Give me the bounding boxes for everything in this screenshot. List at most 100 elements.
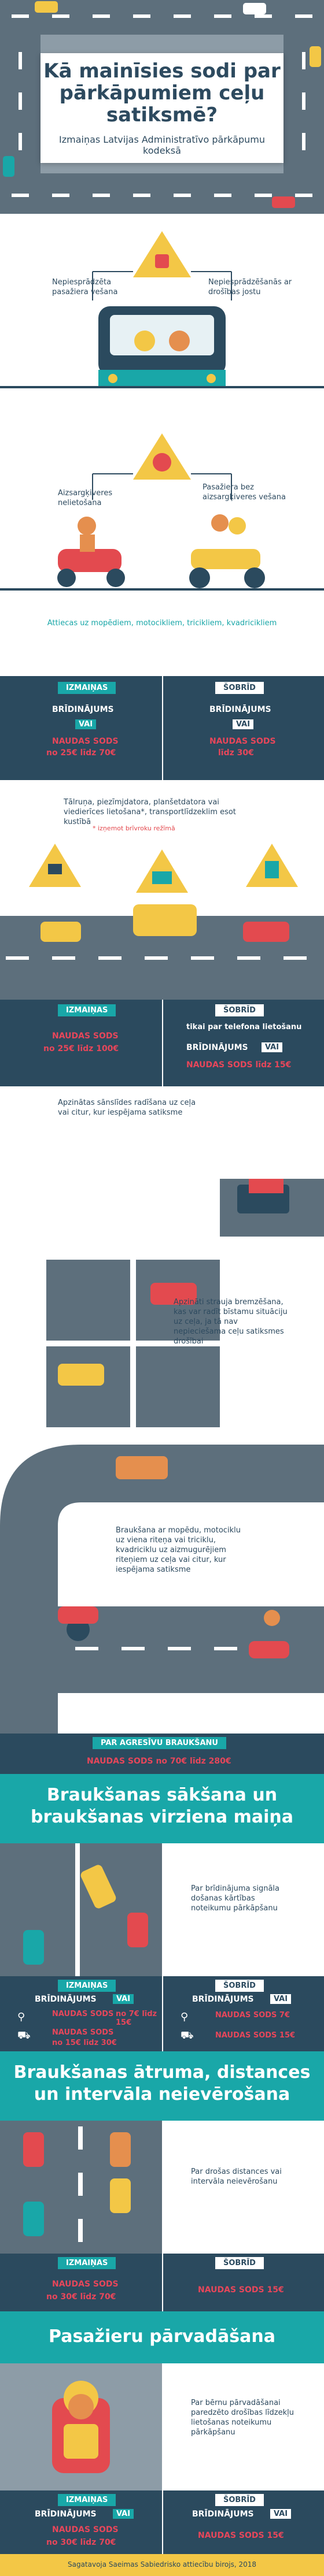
band4-right-car: NAUDAS SODS 15€ — [215, 2031, 296, 2040]
wheelie-text: Braukšana ar mopēdu, motociklu uz viena … — [116, 1526, 241, 1574]
band5-fines: IZMAIŅAS NAUDAS SODS no 30€ līdz 70€ ŠOB… — [0, 2254, 324, 2311]
laptop-warning-icon — [136, 849, 188, 893]
car-icon-right: ⛟ — [181, 2029, 194, 2042]
no-helmet-label: Aizsargķiveres nelietošana — [58, 489, 113, 507]
band4-left: IZMAIŅAS BRĪDINĀJUMS VAI ⚲ NAUDAS SODS n… — [0, 1976, 162, 2051]
band1-left: IZMAIŅAS BRĪDINĀJUMS VAI NAUDAS SODS no … — [0, 676, 162, 780]
band6-left-fine-b: no 30€ līdz 70€ — [46, 2538, 116, 2547]
band5-left-head: IZMAIŅAS — [58, 2257, 116, 2269]
section6-title: Pasažieru pārvadāšana — [49, 2326, 275, 2347]
band5-left-fine-b: no 30€ līdz 70€ — [46, 2292, 116, 2302]
band4-right-bike: NAUDAS SODS 7€ — [215, 2011, 290, 2020]
unbelted-passenger-label: Nepiesprādzēta pasažiera vešana — [52, 278, 118, 296]
header-section: Kā mainīsies sodi par pārkāpumiem ceļu s… — [0, 0, 324, 214]
child-seat-text: Par bērnu pārvadāšanai paredzēto drošība… — [191, 2399, 294, 2437]
section4-header: Braukšanas sākšana un braukšanas virzien… — [0, 1774, 324, 1843]
band2-right-head: ŠOBRĪD — [215, 1004, 264, 1016]
car-icon: ⛟ — [17, 2029, 31, 2042]
section-aggressive-driving: Apzinātas sānslīdes radīšana uz ceļa vai… — [0, 1086, 324, 1734]
band4-left-car-a: NAUDAS SODS — [52, 2028, 114, 2037]
bus-icon — [133, 904, 197, 936]
section6-header: Pasažieru pārvadāšana — [0, 2311, 324, 2363]
section5-body: Par drošas distances vai intervāla neiev… — [0, 2121, 324, 2254]
band4-right: ŠOBRĪD BRĪDINĀJUMS VAI ⚲ NAUDAS SODS 7€ … — [162, 1976, 324, 2051]
title-card: Kā mainīsies sodi par pārkāpumiem ceļu s… — [41, 53, 284, 163]
phone-use-illustration — [0, 844, 324, 1000]
band1-right-head: ŠOBRĪD — [215, 682, 264, 694]
band4-left-or: VAI — [113, 1994, 134, 2004]
distance-text: Par drošas distances vai intervāla neiev… — [191, 2167, 282, 2186]
band2-left: IZMAIŅAS NAUDAS SODS no 25€ līdz 100€ — [0, 1000, 162, 1086]
band1-left-fine-b: no 25€ līdz 70€ — [46, 748, 116, 758]
band-phone-fines: IZMAIŅAS NAUDAS SODS no 25€ līdz 100€ ŠO… — [0, 1000, 324, 1086]
page-title: Kā mainīsies sodi par pārkāpumiem ceļu s… — [43, 60, 281, 127]
band1-right-or: VAI — [233, 719, 254, 729]
band2-left-head: IZMAIŅAS — [58, 1004, 116, 1016]
hard-brake-text: Apzināti strauja bremzēšana, kas var rad… — [174, 1298, 288, 1346]
band5-right: ŠOBRĪD NAUDAS SODS 15€ — [162, 2254, 324, 2311]
band5-left: IZMAIŅAS NAUDAS SODS no 30€ līdz 70€ — [0, 2254, 162, 2311]
bike-icon-right: ⚲ — [181, 2011, 189, 2023]
bike-icon: ⚲ — [17, 2011, 25, 2023]
band3-head: PAR AGRESĪVU BRAUKŠANU — [93, 1737, 226, 1749]
band-belt-fines: IZMAIŅAS BRĪDINĀJUMS VAI NAUDAS SODS no … — [0, 676, 324, 780]
band2-right-warning: BRĪDINĀJUMS — [186, 1043, 248, 1052]
band1-right-fine-a: NAUDAS SODS — [209, 737, 276, 746]
band3-fine: NAUDAS SODS no 70€ līdz 280€ — [87, 1757, 231, 1766]
unbelted-driver-label: Nepiesprādzēšanās ar drošības jostu — [208, 278, 292, 296]
signal-text: Par brīdinājuma signāla došanas kārtības… — [191, 1884, 280, 1913]
section-belts-helmets: Nepiesprādzēta pasažiera vešana Nepiespr… — [0, 214, 324, 676]
band4-left-bike-a: NAUDAS SODS — [52, 2010, 114, 2018]
band4-left-bike-b: no 7€ līdz 15€ — [116, 2010, 157, 2027]
band6-left-head: IZMAIŅAS — [58, 2494, 116, 2506]
page-subtitle: Izmaiņas Latvijas Administratīvo pārkāpu… — [58, 134, 266, 156]
band6-left: IZMAIŅAS BRĪDINĀJUMS VAI NAUDAS SODS no … — [0, 2490, 162, 2554]
motorcycle-icon — [191, 549, 260, 569]
section4-body: Par brīdinājuma signāla došanas kārtības… — [0, 1843, 324, 1976]
band6-right-warning: BRĪDINĀJUMS — [192, 2510, 254, 2519]
band2-left-fine-b: no 25€ līdz 100€ — [43, 1044, 119, 1053]
scooter-icon — [58, 549, 122, 572]
section-phone-use: Tālruņa, piezīmjdatora, planšetdatora va… — [0, 780, 324, 1000]
band4-fines: IZMAIŅAS BRĪDINĀJUMS VAI ⚲ NAUDAS SODS n… — [0, 1976, 324, 2051]
band6-left-warning: BRĪDINĀJUMS — [35, 2510, 97, 2519]
band2-right-fine: NAUDAS SODS līdz 15€ — [186, 1060, 292, 1070]
skidding-car-icon — [116, 1456, 168, 1479]
band5-right-head: ŠOBRĪD — [215, 2257, 264, 2269]
aggressive-driving-illustration — [0, 1179, 324, 1734]
band2-right-note: tikai par telefona lietošanu — [186, 1023, 302, 1031]
section5-header: Braukšanas ātruma, distances un intervāl… — [0, 2051, 324, 2121]
band6-right-or: VAI — [270, 2509, 292, 2519]
band1-left-or: VAI — [75, 719, 97, 729]
distance-illustration — [0, 2121, 162, 2254]
footer-text: Sagatavoja Saeimas Sabiedrisko attiecību… — [67, 2560, 257, 2568]
band1-left-head: IZMAIŅAS — [58, 682, 116, 694]
band4-right-warning: BRĪDINĀJUMS — [192, 1995, 254, 2004]
band6-right-fine: NAUDAS SODS 15€ — [198, 2531, 284, 2540]
band6-right-head: ŠOBRĪD — [215, 2494, 264, 2506]
section4-title: Braukšanas sākšana un braukšanas virzien… — [31, 1785, 293, 1827]
band5-right-fine: NAUDAS SODS 15€ — [198, 2285, 284, 2295]
band2-right: ŠOBRĪD tikai par telefona lietošanu BRĪD… — [162, 1000, 324, 1086]
band6-right: ŠOBRĪD BRĪDINĀJUMS VAI NAUDAS SODS 15€ — [162, 2490, 324, 2554]
band2-left-fine-a: NAUDAS SODS — [52, 1031, 119, 1041]
phone-use-text: Tālruņa, piezīmjdatora, planšetdatora va… — [64, 798, 236, 826]
band1-right-fine-b: līdz 30€ — [218, 748, 254, 758]
footer: Sagatavoja Saeimas Sabiedrisko attiecību… — [0, 2554, 324, 2576]
band1-left-warning: BRĪDINĀJUMS — [52, 705, 114, 714]
band1-right: ŠOBRĪD BRĪDINĀJUMS VAI NAUDAS SODS līdz … — [162, 676, 324, 780]
section6-body: Par bērnu pārvadāšanai paredzēto drošība… — [0, 2363, 324, 2490]
band6-fines: IZMAIŅAS BRĪDINĀJUMS VAI NAUDAS SODS no … — [0, 2490, 324, 2554]
band4-left-warning: BRĪDINĀJUMS — [35, 1995, 97, 2004]
band5-left-fine-a: NAUDAS SODS — [52, 2280, 119, 2289]
band2-right-or: VAI — [262, 1042, 283, 1052]
band-aggressive-fines: PAR AGRESĪVU BRAUKŠANU NAUDAS SODS no 70… — [0, 1734, 324, 1774]
band1-left-fine-a: NAUDAS SODS — [52, 737, 119, 746]
phone-use-note: * izņemot brīvroku režīmā — [93, 825, 175, 832]
band4-right-head: ŠOBRĪD — [215, 1980, 264, 1992]
band4-right-or: VAI — [270, 1994, 292, 2004]
band1-right-warning: BRĪDINĀJUMS — [209, 705, 271, 714]
scooter-rider-icon — [249, 1641, 289, 1658]
band6-left-fine-a: NAUDAS SODS — [52, 2525, 119, 2534]
band6-left-or: VAI — [113, 2509, 134, 2519]
